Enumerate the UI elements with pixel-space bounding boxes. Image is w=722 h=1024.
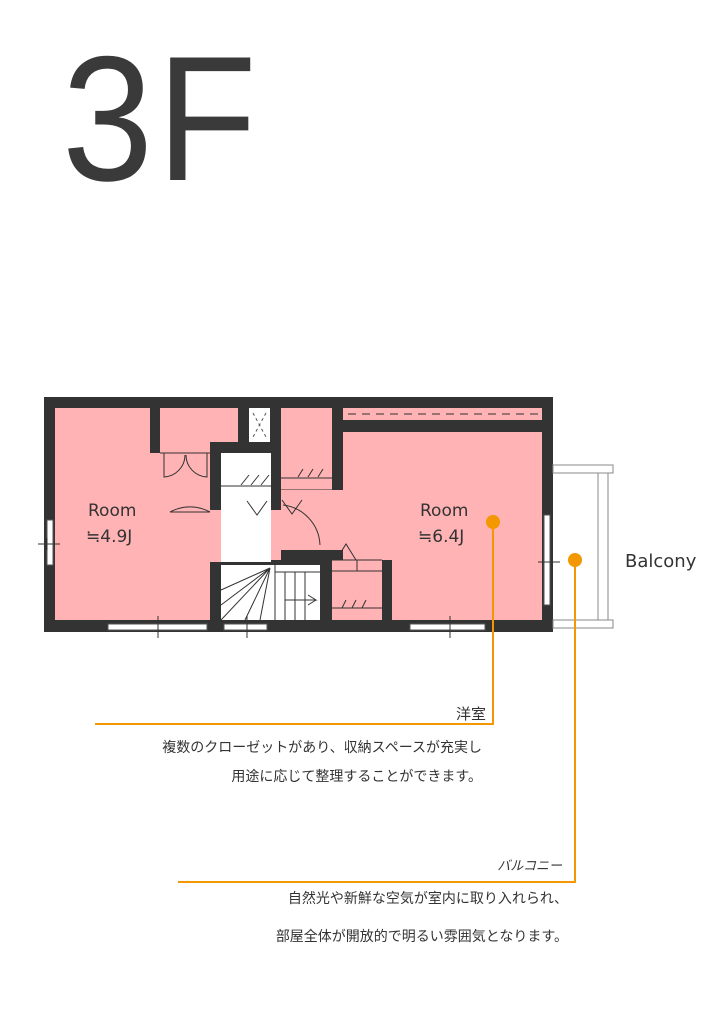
room-left-size: ≒4.9J: [86, 527, 132, 547]
windows: [38, 514, 560, 638]
closet-middle: [281, 408, 332, 490]
room-right-name: Room: [420, 501, 468, 521]
hallway: [221, 453, 271, 562]
room-right-floor: [343, 432, 542, 560]
callout-text-room-line2: 用途に応じて整理することができます。: [231, 769, 482, 785]
storage-strip: [343, 408, 542, 420]
callout-leaders: [95, 522, 576, 883]
callout-text-balcony-line2: 部屋全体が開放的で明るい雰囲気となります。: [275, 929, 568, 945]
callout-title-balcony: バルコニー: [497, 859, 562, 874]
callout-text-balcony-line1: 自然光や新鮮な空気が室内に取り入れられ、: [287, 891, 568, 907]
callout-title-room: 洋室: [455, 705, 486, 723]
floor-label: 3F: [62, 19, 261, 218]
callout-dot-room: [486, 515, 500, 529]
room-right-size: ≒6.4J: [418, 527, 464, 547]
balcony: [552, 464, 614, 629]
callout-text-room-line1: 複数のクローゼットがあり、収納スペースが充実し: [162, 740, 482, 756]
room-left-name: Room: [88, 501, 136, 521]
closet-top: [160, 408, 238, 442]
closet-doors: [160, 452, 210, 478]
balcony-label: Balcony: [625, 551, 697, 572]
callout-dot-balcony: [568, 553, 582, 567]
